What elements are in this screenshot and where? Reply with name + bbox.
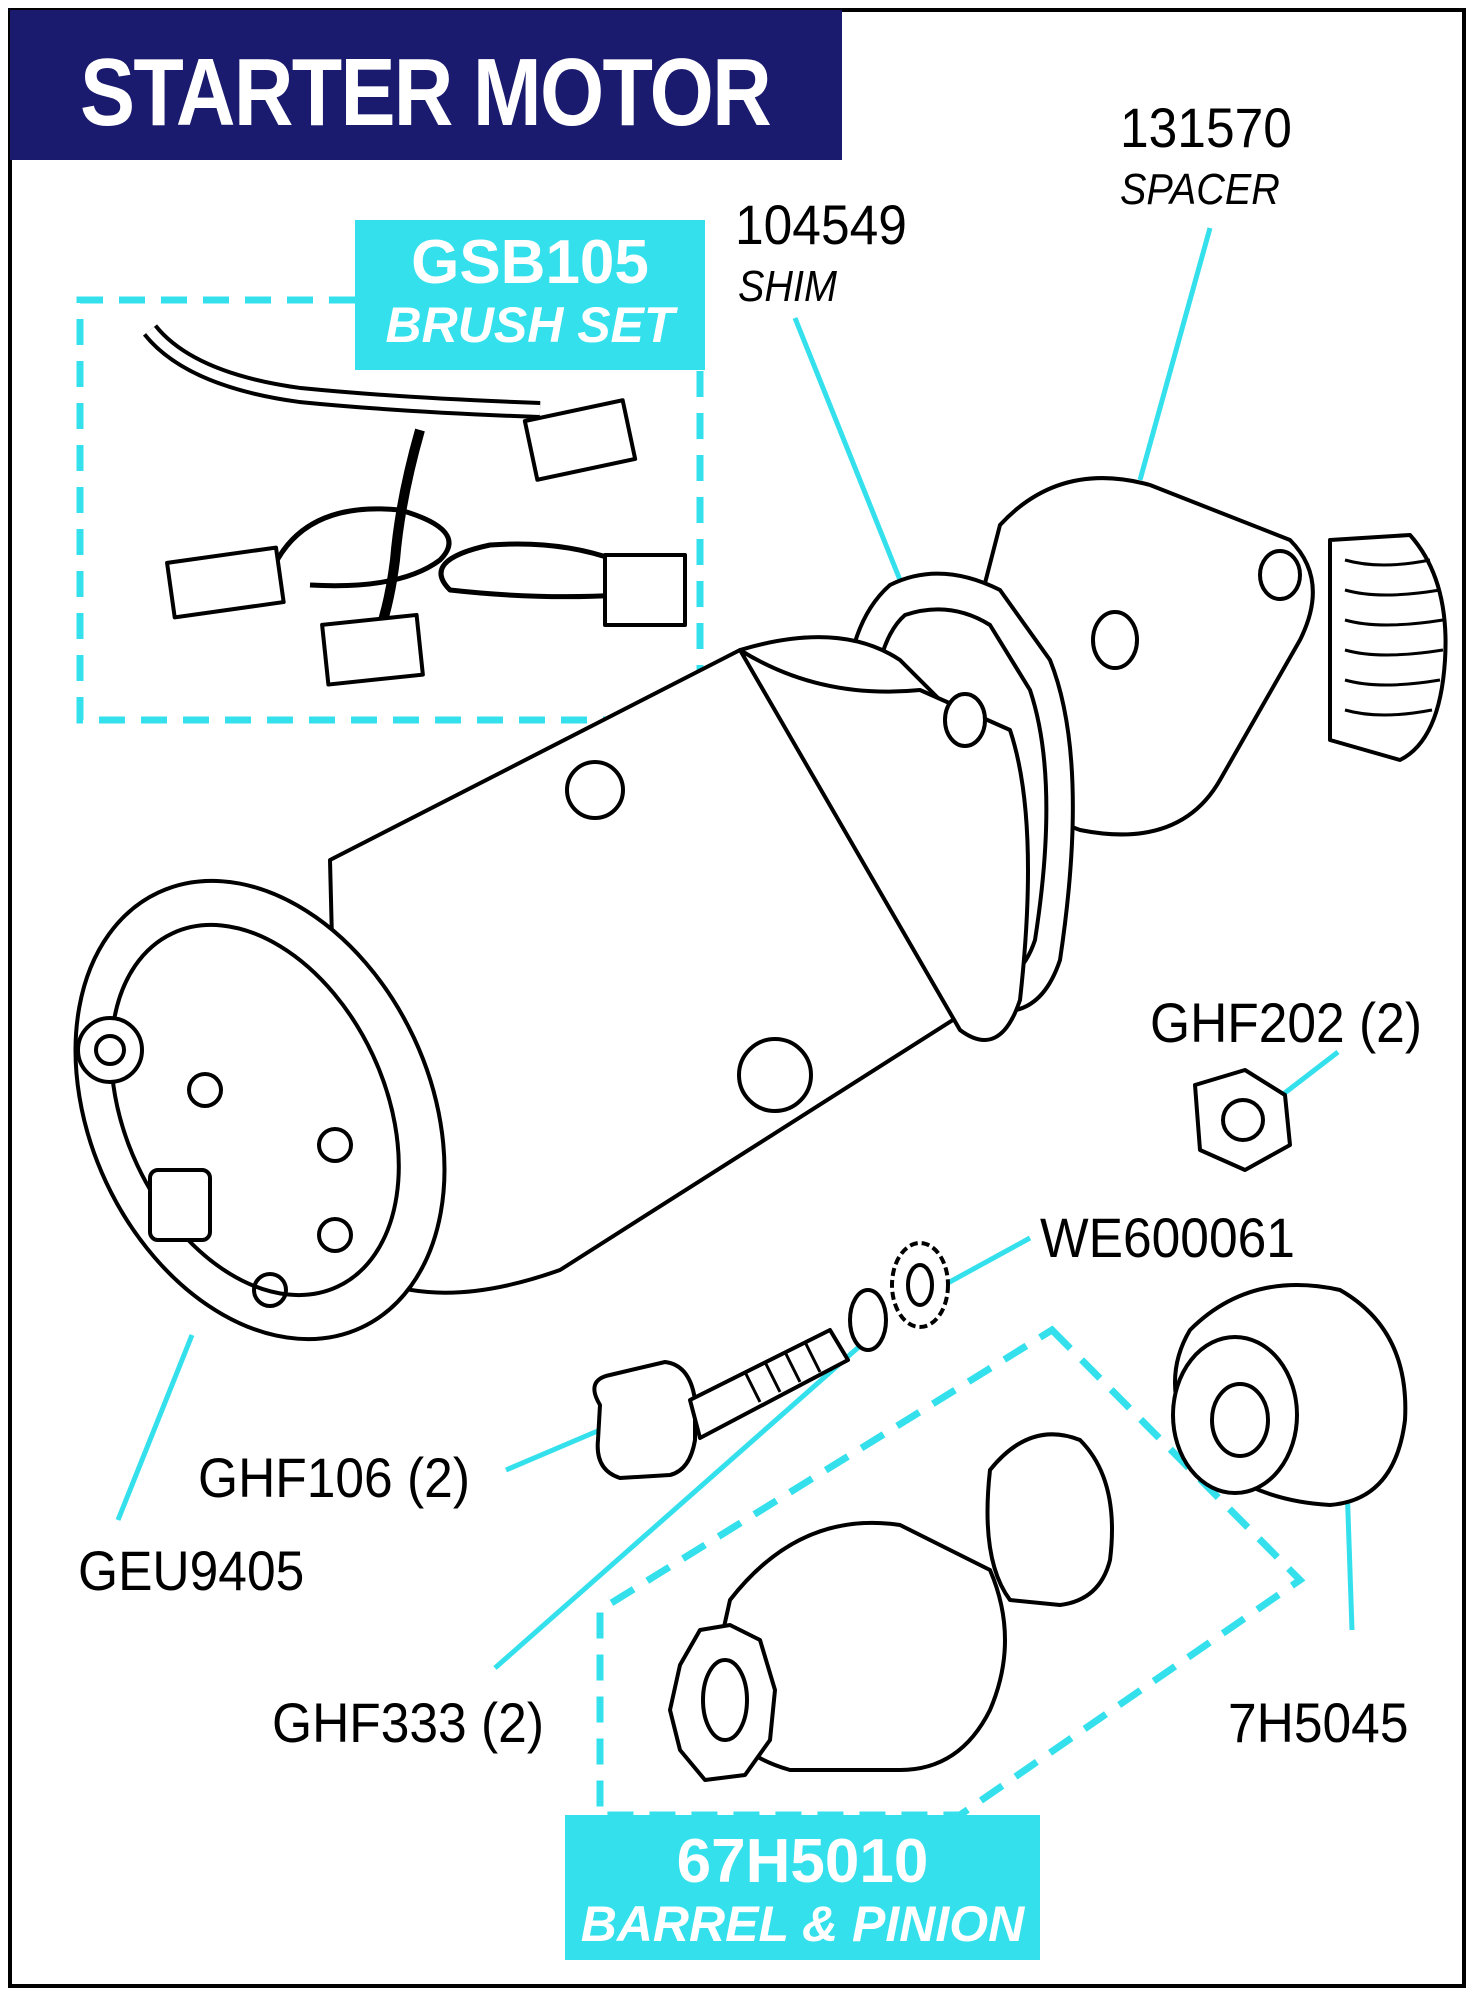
motor-leader bbox=[115, 1334, 195, 1521]
part-code-shim: 104549 bbox=[735, 193, 907, 256]
solenoid-drawing bbox=[1328, 533, 1448, 762]
kit-callout-brush-set: GSB105 BRUSH SET bbox=[355, 220, 705, 370]
brush-loop-left bbox=[267, 506, 452, 589]
spring-washer-drawing bbox=[848, 1288, 888, 1352]
terminal-post bbox=[148, 1168, 212, 1242]
spacer-hole-2 bbox=[1091, 610, 1139, 670]
bolt-hole-1 bbox=[187, 1072, 223, 1108]
spacer-hole-1 bbox=[1258, 549, 1302, 601]
bolt-hole-2 bbox=[317, 1127, 353, 1163]
washer-leader bbox=[933, 1235, 1032, 1293]
brush-loop-right bbox=[438, 541, 621, 600]
kit-callout-barrel-pinion: 67H5010 BARREL & PINION bbox=[565, 1815, 1040, 1960]
title-bar: STARTER MOTOR bbox=[10, 10, 842, 160]
part-code-spring: 7H5045 bbox=[1228, 1691, 1409, 1754]
part-name-spacer: SPACER bbox=[1120, 165, 1280, 214]
shim-leader bbox=[792, 317, 903, 581]
bolt-leader bbox=[505, 1427, 601, 1473]
part-code-spacer: 131570 bbox=[1120, 96, 1292, 159]
part-code-washer: WE600061 bbox=[1040, 1206, 1295, 1269]
part-code-bolt: GHF106 (2) bbox=[198, 1446, 470, 1509]
end-housing-drawing bbox=[738, 648, 1030, 1042]
page-title: STARTER MOTOR bbox=[80, 39, 772, 146]
brush-block-2 bbox=[165, 545, 286, 620]
kit-name: BARREL & PINION bbox=[580, 1896, 1025, 1952]
kit-name: BRUSH SET bbox=[385, 297, 675, 353]
spring-washer-leader bbox=[493, 1328, 880, 1670]
mounting-hole bbox=[943, 692, 987, 748]
pinion-sleeve-drawing bbox=[985, 1432, 1114, 1607]
part-code-motor: GEU9405 bbox=[78, 1539, 305, 1602]
end-cap-inner bbox=[109, 922, 401, 1298]
bolt-hole-4 bbox=[252, 1272, 288, 1308]
brush-block-4 bbox=[320, 612, 425, 687]
brush-set-outline bbox=[76, 296, 704, 724]
bolt-hole-3 bbox=[317, 1217, 353, 1253]
kit-code: GSB105 bbox=[411, 228, 649, 297]
kit-code: 67H5010 bbox=[676, 1827, 929, 1896]
part-code-nut: GHF202 (2) bbox=[1150, 991, 1422, 1054]
bolt-drawing bbox=[592, 1360, 697, 1480]
part-name-shim: SHIM bbox=[738, 262, 837, 311]
screw-head-side bbox=[737, 1037, 813, 1113]
part-code-spring-washer: GHF333 (2) bbox=[272, 1691, 544, 1754]
screw-head-top bbox=[565, 760, 625, 820]
brush-block-1 bbox=[522, 398, 638, 482]
spacer-leader bbox=[1137, 227, 1213, 481]
brush-lead-1 bbox=[375, 428, 425, 632]
brush-block-3 bbox=[603, 553, 687, 627]
